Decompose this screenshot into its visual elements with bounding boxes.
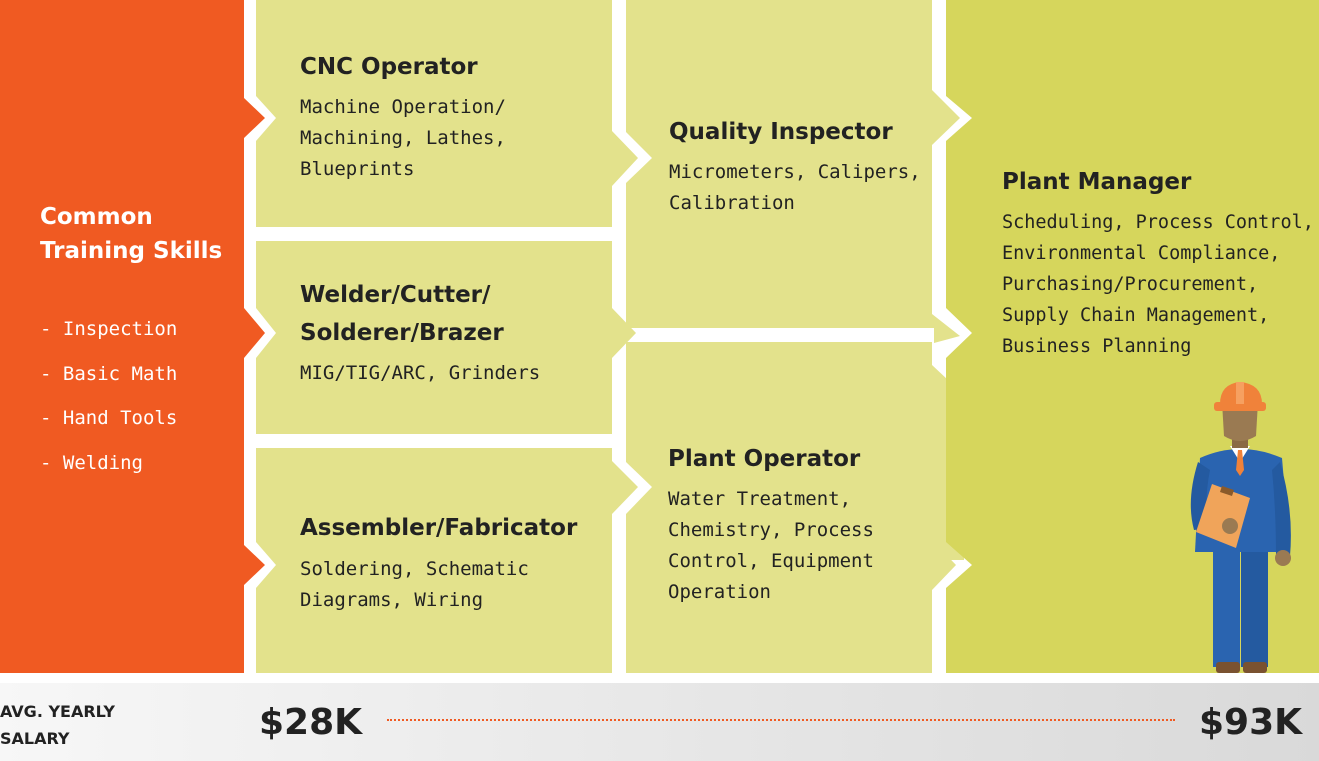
card-body-line: Blueprints [300,158,415,180]
plant-operator-arrow [932,540,956,590]
card-body-line: Machine Operation/ [300,96,506,118]
card-body-line: MIG/TIG/ARC, Grinders [300,362,541,384]
card-title-welder: Welder/Cutter/ Solderer/Brazer [300,276,504,352]
card-body-assembler: Soldering, Schematic Diagrams, Wiring [300,554,529,616]
card-body-welder: MIG/TIG/ARC, Grinders [300,358,540,389]
skill-item: - Welding [40,451,143,474]
cnc-operator-panel [256,0,638,227]
common-skills-title: Common Training Skills [40,204,223,264]
skill-item: - Basic Math [40,362,178,385]
card-body-line: Environmental Compliance, [1002,243,1281,264]
card-body-line: Soldering, Schematic [300,558,529,580]
card-body-line: Control, Equipment [668,550,874,572]
card-body-line: Purchasing/Procurement, [1002,274,1259,295]
card-title-line: Welder/Cutter/ [300,282,491,308]
card-body-line: Business Planning [1002,336,1192,357]
skill-item: - Inspection [40,318,178,340]
salary-footer [0,683,1319,761]
common-skills-panel [0,0,265,673]
common-skills-list: - Inspection - Basic Math - Hand Tools -… [40,314,177,492]
card-body-plant-manager: Scheduling, Process Control, Environment… [1002,207,1314,362]
card-body-line: Supply Chain Management, [1002,305,1270,326]
salary-range-dots [387,719,1175,721]
card-body-cnc-operator: Machine Operation/ Machining, Lathes, Bl… [300,92,506,185]
assembler-panel [256,448,638,673]
construction-worker-icon [1190,382,1291,673]
card-title-plant-manager: Plant Manager [1002,169,1192,195]
card-body-quality-inspector: Micrometers, Calipers, Calibration [669,157,921,219]
quality-inspector-panel [626,0,960,343]
welder-panel [256,241,636,434]
card-title-plant-operator: Plant Operator [668,446,861,472]
card-body-line: Calibration [669,192,795,214]
card-body-line: Scheduling, Process Control, [1002,212,1314,233]
card-body-line: Diagrams, Wiring [300,589,484,611]
card-title-line: Solderer/Brazer [300,320,504,346]
card-body-plant-operator: Water Treatment, Chemistry, Process Cont… [668,484,874,608]
card-body-line: Chemistry, Process [668,519,874,541]
card-body-line: Machining, Lathes, [300,127,506,149]
salary-high: $93K [1199,702,1303,743]
card-title-cnc-operator: CNC Operator [300,54,478,80]
card-title-assembler: Assembler/Fabricator [300,515,578,541]
salary-label-line: AVG. YEARLY [0,702,115,721]
card-body-line: Micrometers, Calipers, [669,161,921,183]
pathway-shapes [0,0,1319,673]
salary-label: AVG. YEARLY SALARY [0,698,160,752]
salary-label-line: SALARY [0,729,70,748]
skill-item: - Hand Tools [40,407,178,429]
plant-operator-panel [626,342,964,673]
card-body-line: Operation [668,581,771,603]
card-title-quality-inspector: Quality Inspector [669,119,893,145]
salary-low: $28K [259,702,363,743]
card-body-line: Water Treatment, [668,488,852,510]
